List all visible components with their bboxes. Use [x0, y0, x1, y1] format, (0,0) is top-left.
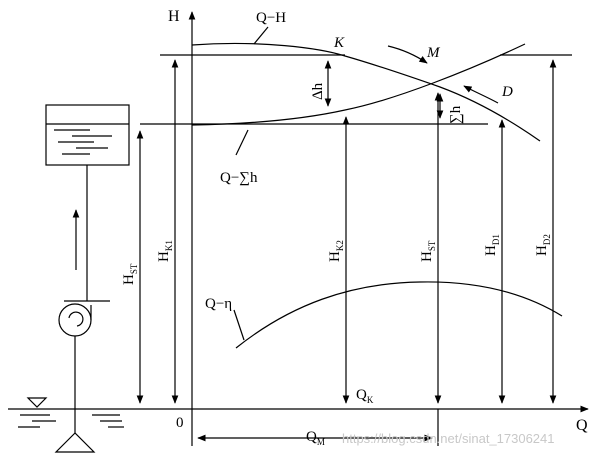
svg-text:HD1: HD1 — [483, 234, 501, 256]
delta-h-label: Δh — [310, 82, 326, 100]
upper-tank — [45, 104, 130, 166]
hd1-label: HD1 — [483, 234, 501, 256]
qk-label: QK — [356, 387, 374, 405]
qm-label: QM — [306, 429, 325, 447]
q-sum-h-curve — [191, 43, 526, 126]
pump-icon — [58, 300, 110, 337]
q-h-curve — [191, 42, 541, 142]
q-sum-h-curve-label: Q−∑h — [220, 170, 258, 186]
arrow-k-to-m-icon — [387, 45, 428, 64]
hst-left-label: HST — [121, 263, 139, 285]
watermark: https://blog.csdn.net/sinat_17306241 — [342, 431, 555, 446]
svg-text:HK1: HK1 — [156, 240, 174, 262]
arrow-d-to-m-icon — [463, 85, 499, 104]
svg-text:Δh: Δh — [310, 82, 326, 100]
hk2-label: HK2 — [327, 240, 345, 262]
origin-label: 0 — [176, 415, 184, 431]
pump-system — [8, 104, 144, 453]
foot-valve-icon — [54, 432, 96, 453]
q-eta-curve — [235, 281, 563, 349]
y-axis-label: H — [168, 8, 180, 25]
point-d-label: D — [501, 84, 513, 100]
svg-text:HST: HST — [121, 263, 139, 285]
point-m-label: M — [426, 45, 441, 61]
water-level-marker-icon — [26, 397, 48, 408]
svg-text:∑h: ∑h — [448, 105, 464, 124]
sum-h-label: ∑h — [448, 105, 464, 124]
q-sum-h-leader — [235, 129, 249, 156]
svg-text:HST: HST — [419, 240, 437, 262]
q-eta-leader — [233, 309, 245, 341]
hst-label: HST — [419, 240, 437, 262]
hd2-label: HD2 — [534, 234, 552, 256]
svg-text:HD2: HD2 — [534, 234, 552, 256]
tank-water-surface — [46, 123, 129, 155]
q-h-leader — [253, 26, 269, 45]
svg-text:HK2: HK2 — [327, 240, 345, 262]
q-h-curve-label: Q−H — [256, 10, 286, 26]
q-eta-curve-label: Q−η — [205, 296, 232, 312]
point-k-label: K — [333, 35, 345, 51]
hk1-label: HK1 — [156, 240, 174, 262]
x-axis-label: Q — [576, 417, 588, 434]
